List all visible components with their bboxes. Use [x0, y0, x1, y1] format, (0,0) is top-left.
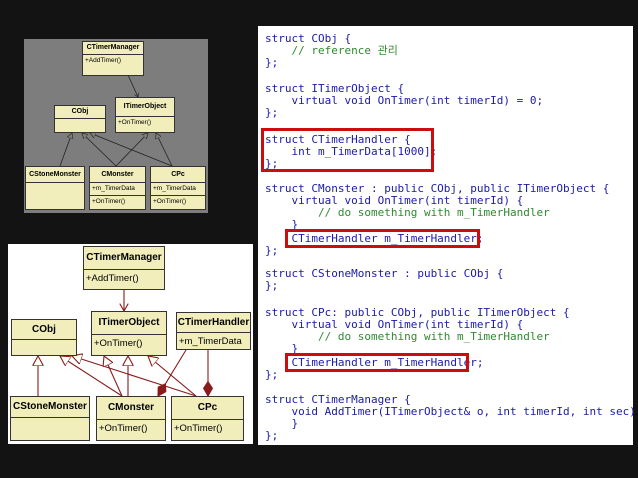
code-line: }; [265, 106, 279, 119]
class-name: ITimerObject [116, 98, 174, 117]
class-name: CMonster [90, 167, 145, 183]
code-line: CTimerHandler m_TimerHandler; [265, 356, 484, 369]
uml2-class-cstonemonster: CStoneMonster [10, 396, 90, 441]
class-attr: +m_TimerData [90, 183, 145, 196]
class-name: CObj [12, 320, 76, 340]
uml2-class-itimerobject: ITimerObject +OnTimer() [91, 311, 167, 356]
uml-diagram-original: CTimerManager +AddTimer() CObj ITimerObj… [24, 39, 208, 213]
class-name: CPc [172, 397, 243, 420]
uml1-class-cstonemonster: CStoneMonster [25, 166, 85, 210]
code-line: struct CTimerHandler { [265, 133, 411, 146]
uml-diagram-revised: CTimerManager +AddTimer() ITimerObject +… [8, 244, 253, 444]
uml2-class-cobj: CObj [11, 319, 77, 356]
code-line: struct CTimerManager { [265, 393, 411, 406]
code-line: struct CObj { [265, 32, 352, 45]
class-name: CTimerManager [84, 247, 164, 270]
code-line: struct CPc: public CObj, public ITimerOb… [265, 306, 570, 319]
uml1-class-ctimermanager: CTimerManager +AddTimer() [82, 41, 144, 76]
uml1-class-cobj: CObj [54, 105, 106, 133]
uml1-class-itimerobject: ITimerObject +OnTimer() [115, 97, 175, 133]
code-line: struct CStoneMonster : public CObj { [265, 267, 504, 280]
class-name: CStoneMonster [11, 397, 89, 418]
uml2-class-cpc: CPc +OnTimer() [171, 396, 244, 441]
class-op: +OnTimer() [99, 423, 148, 434]
code-line: // do something with m_TimerHandler [265, 206, 550, 219]
class-op: +OnTimer() [174, 423, 223, 434]
code-line: virtual void OnTimer(int timerId) = 0; [265, 94, 544, 107]
highlight-cpc-member [285, 353, 469, 372]
class-name: ITimerObject [92, 312, 166, 335]
highlight-ctimerhandler-struct [261, 128, 434, 172]
code-line: } [265, 218, 299, 231]
uml1-class-cmonster: CMonster +m_TimerData +OnTimer() [89, 166, 146, 210]
code-line: virtual void OnTimer(int timerId) { [265, 194, 524, 207]
code-line: }; [265, 157, 279, 170]
uml2-connectors [8, 290, 253, 444]
class-op: +OnTimer() [153, 198, 187, 205]
uml2-class-ctimerhandler: CTimerHandler +m_TimerData [176, 312, 251, 350]
code-line: }; [265, 368, 279, 381]
uml2-class-cmonster: CMonster +OnTimer() [96, 396, 166, 441]
highlight-cmonster-member [285, 229, 480, 248]
code-line: } [265, 417, 299, 430]
code-line: struct ITimerObject { [265, 82, 405, 95]
class-op: +AddTimer() [86, 273, 139, 284]
code-line: virtual void OnTimer(int timerId) { [265, 318, 524, 331]
class-name: CPc [151, 167, 205, 183]
class-op: +AddTimer() [85, 57, 122, 64]
class-attr: +m_TimerData [151, 183, 205, 196]
code-line: }; [265, 56, 279, 69]
code-line: // do something with m_TimerHandler [265, 330, 550, 343]
uml1-class-cpc: CPc +m_TimerData +OnTimer() [150, 166, 206, 210]
class-attr: +m_TimerData [179, 336, 242, 347]
class-name: CStoneMonster [26, 167, 84, 183]
class-name: CTimerHandler [177, 313, 250, 333]
code-line: }; [265, 244, 279, 257]
class-op: +OnTimer() [118, 119, 152, 126]
uml2-class-ctimermanager: CTimerManager +AddTimer() [83, 246, 165, 290]
code-line: // reference 관리 [265, 44, 398, 57]
class-name: CObj [55, 106, 105, 119]
code-line: struct CMonster : public CObj, public IT… [265, 182, 610, 195]
code-line: } [265, 342, 299, 355]
code-line: int m_TimerData[1000]; [265, 145, 438, 158]
code-line: void AddTimer(ITimerObject& o, int timer… [265, 405, 638, 418]
code-line: }; [265, 279, 279, 292]
code-panel: struct CObj { // reference 관리}; struct IT… [258, 26, 636, 445]
code-line: CTimerHandler m_TimerHandler; [265, 232, 484, 245]
class-op: +OnTimer() [94, 338, 143, 349]
class-name: CTimerManager [83, 42, 143, 55]
uml1-connectors [59, 74, 173, 167]
class-op: +OnTimer() [92, 198, 126, 205]
class-name: CMonster [97, 397, 165, 420]
code-line: }; [265, 429, 279, 442]
